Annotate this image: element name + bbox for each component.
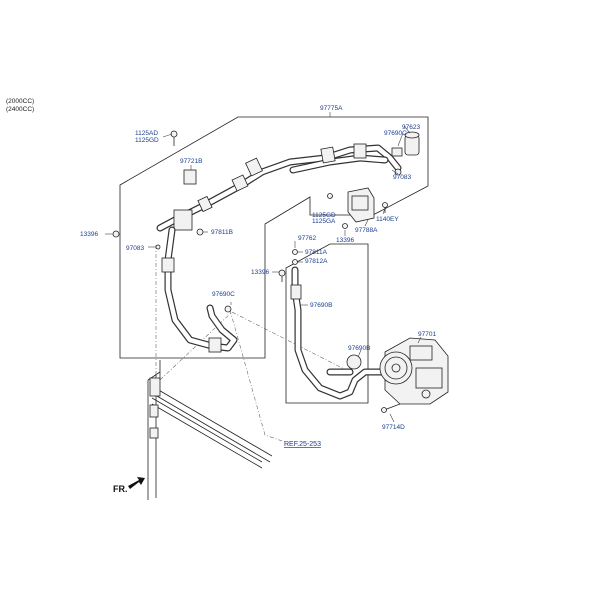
- label-97623: 97623: [402, 124, 420, 131]
- label-97811A: 97811A: [305, 249, 328, 256]
- label-97690B-lower: 97690B: [348, 345, 370, 352]
- label-1125GA: 1125GA: [312, 218, 336, 225]
- label-13396-inner: 13396: [251, 269, 269, 276]
- condenser-outline: [147, 360, 273, 500]
- part-97083-left-cap: [155, 244, 161, 250]
- front-arrow-icon: [128, 477, 145, 489]
- part-13396-mid-bolt: [342, 223, 348, 229]
- label-97083-right: 97083: [393, 174, 411, 181]
- compressor-97701: [379, 337, 449, 405]
- label-1140EY: 1140EY: [376, 216, 399, 223]
- group-box-97762: [285, 243, 369, 404]
- label-13396-mid: 13396: [336, 237, 354, 244]
- label-97762: 97762: [298, 235, 316, 242]
- label-97690C-top: 97690C: [384, 130, 407, 137]
- liquid-hose-left: [161, 226, 238, 353]
- label-97812A: 97812A: [305, 258, 328, 265]
- label-1125AD: 1125AD: [135, 130, 158, 137]
- label-1125GD-top: 1125GD: [135, 137, 159, 144]
- part-97714D-bolt: [381, 403, 401, 413]
- label-97690B-upper: 97690B: [310, 302, 332, 309]
- label-13396-left: 13396: [80, 231, 98, 238]
- label-97714D: 97714D: [382, 424, 405, 431]
- engine-variant-2000cc: (2000CC): [6, 98, 34, 105]
- part-97623: [404, 131, 420, 156]
- leader-lines: [105, 112, 422, 423]
- label-97690C-mid: 97690C: [212, 291, 235, 298]
- front-label: FR.: [113, 484, 128, 494]
- block-fitting-left: [173, 209, 193, 231]
- reference-link[interactable]: REF.25-253: [284, 441, 321, 448]
- label-97811B: 97811B: [211, 229, 233, 236]
- label-97083-left: 97083: [126, 245, 144, 252]
- suction-hose-upper: [156, 143, 402, 232]
- part-97811B-oring: [196, 228, 204, 236]
- part-labels: 97775A 1125AD 1125GD 97623 97690C 97721B…: [80, 105, 436, 494]
- part-bolt-1125AD: [170, 130, 178, 146]
- ref-line-compressor: [159, 309, 351, 443]
- label-97701: 97701: [418, 331, 436, 338]
- part-97788A-bracket: [347, 187, 375, 223]
- part-97690C-top: [391, 147, 403, 176]
- part-13396-left-bolt: [112, 230, 120, 238]
- label-97775A: 97775A: [320, 105, 343, 112]
- engine-variant-2400cc: (2400CC): [6, 106, 34, 113]
- label-97788A: 97788A: [355, 227, 378, 234]
- part-97721B: [183, 169, 197, 185]
- part-1125GD-mid-bolt: [327, 193, 333, 199]
- label-97721B: 97721B: [180, 158, 202, 165]
- group-box-97775A: [119, 116, 429, 359]
- discharge-hose: [278, 249, 387, 400]
- label-1125GD-mid: 1125GD: [312, 212, 336, 219]
- part-97690C-oring: [224, 305, 232, 313]
